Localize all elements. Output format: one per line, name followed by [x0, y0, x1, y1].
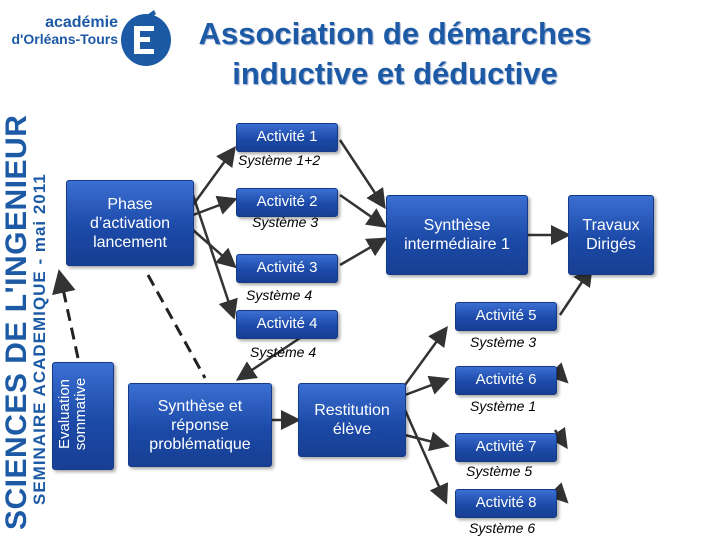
title-line2: inductive et déductive — [232, 56, 558, 91]
systeme3-label: Système 4 — [246, 287, 313, 303]
arrow-act5-td — [558, 265, 593, 316]
arrow-phase-act4 — [191, 194, 238, 320]
systeme6-label: Système 1 — [470, 398, 537, 414]
restitution-label: Restitution élève — [314, 402, 390, 438]
systeme5-label: Système 3 — [470, 334, 537, 350]
academy-logo: académie d'Orléans-Tours — [0, 0, 171, 80]
activite3-label: Activité 3 — [256, 259, 318, 276]
arrow-restit-act5 — [403, 325, 448, 386]
systeme1-label: Système 1+2 — [238, 152, 321, 168]
activite3-box: Activité 3 — [236, 254, 338, 283]
academy-emblem-icon — [121, 10, 171, 66]
evaluation-sommative-box: Evaluation sommative — [52, 362, 114, 470]
systeme4-label: Système 4 — [250, 344, 317, 360]
arrow-act2-synth — [339, 193, 388, 228]
activite1-label: Activité 1 — [256, 128, 318, 145]
systeme2-label: Système 3 — [252, 214, 319, 230]
activite5-label: Activité 5 — [475, 307, 537, 324]
activite7-box: Activité 7 — [455, 433, 557, 462]
arrow-phase-act3 — [192, 229, 237, 269]
activite6-box: Activité 6 — [455, 366, 557, 395]
dashed-eval-phase — [52, 269, 80, 359]
activite4-box: Activité 4 — [236, 310, 338, 339]
systeme8-label: Système 6 — [469, 520, 536, 536]
logo-line1: académie — [45, 14, 118, 31]
phase-activation-box: Phase d’activation lancement — [66, 180, 194, 266]
activite4-label: Activité 4 — [256, 315, 318, 332]
arrow-restit-act8 — [403, 409, 449, 505]
page-title: Association de démarches inductive et dé… — [170, 14, 620, 94]
arrow-act7-end — [548, 426, 568, 450]
activite8-label: Activité 8 — [475, 494, 537, 511]
arrow-act1-synth — [338, 139, 386, 210]
arrow-act4-synthrep — [235, 336, 301, 381]
systeme7-label: Système 5 — [466, 463, 533, 479]
restitution-box: Restitution élève — [298, 383, 406, 457]
activite8-box: Activité 8 — [455, 489, 557, 518]
activite7-label: Activité 7 — [475, 438, 537, 455]
logo-line2: d'Orléans-Tours — [11, 31, 118, 47]
phase-activation-label: Phase d’activation lancement — [89, 195, 171, 251]
activite2-label: Activité 2 — [256, 193, 318, 210]
evaluation-sommative-label: Evaluation sommative — [56, 377, 89, 451]
dashed-phase-synthrep — [146, 274, 207, 379]
activite5-box: Activité 5 — [455, 302, 557, 331]
arrow-restit-act7 — [404, 431, 450, 452]
synthese-intermediaire-label: Synthèse intermédiaire 1 — [404, 217, 510, 253]
arrow-act3-synth — [339, 237, 388, 267]
travaux-diriges-box: Travaux Dirigés — [568, 195, 654, 275]
synthese-intermediaire-box: Synthèse intermédiaire 1 — [386, 195, 528, 275]
arrow-phase-act1 — [191, 145, 236, 206]
title-line1: Association de démarches — [198, 16, 592, 51]
arrow-restit-act6 — [404, 375, 450, 397]
synthese-reponse-label: Synthèse et réponse problématique — [149, 397, 251, 453]
activite2-box: Activité 2 — [236, 188, 338, 217]
travaux-diriges-label: Travaux Dirigés — [582, 217, 640, 253]
activite1-box: Activité 1 — [236, 123, 338, 152]
activite6-label: Activité 6 — [475, 371, 537, 388]
synthese-reponse-box: Synthèse et réponse problématique — [128, 383, 272, 467]
